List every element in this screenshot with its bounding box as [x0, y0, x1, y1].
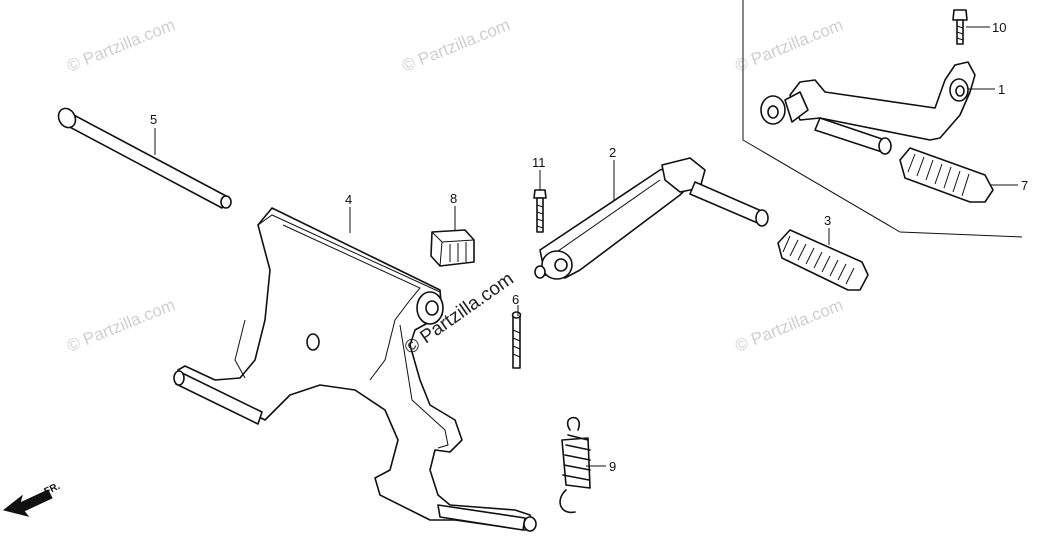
- part-1-kick-lever: [760, 61, 976, 155]
- watermark-top-right: © Partzilla.com: [732, 15, 845, 76]
- front-direction-indicator: FR.: [2, 481, 62, 517]
- part-11-bolt: [533, 189, 547, 233]
- arrow-left-icon: [2, 489, 53, 517]
- callout-7: 7: [1021, 178, 1028, 193]
- callout-9: 9: [609, 459, 616, 474]
- callout-10: 10: [992, 20, 1006, 35]
- direction-label: FR.: [43, 481, 62, 498]
- part-8-stopper: [430, 229, 475, 267]
- callout-2: 2: [609, 145, 616, 160]
- part-10-bolt: [952, 9, 968, 45]
- watermark-top-left: © Partzilla.com: [64, 15, 177, 76]
- part-5-pivot-shaft: [57, 107, 232, 209]
- callout-8: 8: [450, 191, 457, 206]
- watermark-top-center: © Partzilla.com: [399, 15, 512, 76]
- part-9-spring: [559, 416, 591, 514]
- callout-1: 1: [998, 82, 1005, 97]
- callout-5: 5: [150, 112, 157, 127]
- callout-3: 3: [824, 213, 831, 228]
- part-6-pin: [511, 311, 522, 369]
- part-4-main-stand: [173, 207, 537, 532]
- callouts: 5 4 8 11 2 6 3 1 10 7 9: [150, 20, 1028, 474]
- callout-4: 4: [345, 192, 352, 207]
- callout-6: 6: [512, 292, 519, 307]
- part-3-rubber-grip: [777, 229, 869, 291]
- part-7-grip: [899, 147, 994, 203]
- part-2-side-stand: [534, 157, 769, 280]
- callout-11: 11: [532, 155, 546, 170]
- watermark-bottom-left: © Partzilla.com: [64, 295, 177, 356]
- section-frame-line: [742, 0, 1023, 238]
- watermark-bottom-right: © Partzilla.com: [732, 295, 845, 356]
